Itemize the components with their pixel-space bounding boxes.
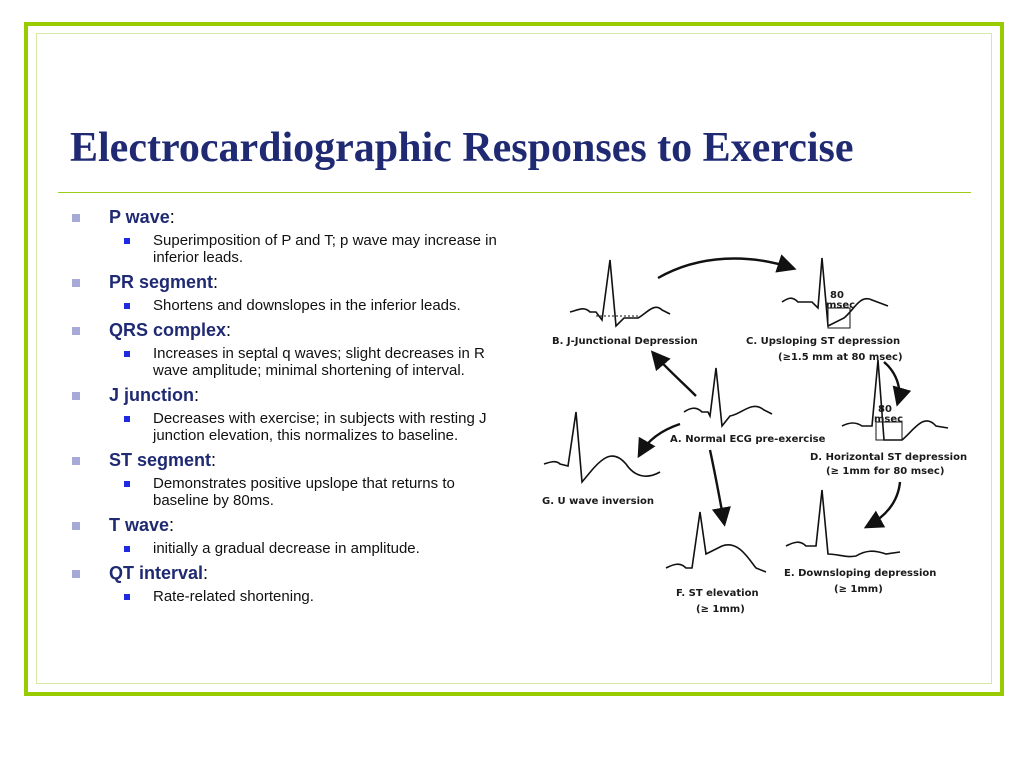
square-bullet-icon — [72, 214, 80, 222]
list-item: T wave: initially a gradual decrease in … — [70, 514, 500, 557]
ecg-trace-e — [785, 489, 901, 558]
sub-item: Superimposition of P and T; p wave may i… — [70, 232, 500, 266]
sub-item: Increases in septal q waves; slight decr… — [70, 345, 500, 379]
slide-inner-border — [36, 33, 992, 684]
item-heading: PR segment — [109, 272, 214, 292]
msec-box-c — [827, 307, 851, 329]
ecg-trace-b — [569, 259, 671, 328]
sub-item-text: initially a gradual decrease in amplitud… — [153, 540, 420, 557]
square-bullet-icon — [72, 327, 80, 335]
label-d-title: D. Horizontal ST depression — [810, 452, 967, 463]
msec-unit-d: msec — [874, 414, 903, 425]
square-bullet-icon — [124, 303, 130, 309]
sub-item-text: Demonstrates positive upslope that retur… — [153, 475, 455, 509]
list-item: PR segment: Shortens and downslopes in t… — [70, 271, 500, 314]
ecg-trace-g — [543, 411, 661, 485]
square-bullet-icon — [72, 570, 80, 578]
arrow-a-to-g — [637, 422, 681, 459]
square-bullet-icon — [72, 279, 80, 287]
msec-unit-c: msec — [826, 300, 855, 311]
bullet-list: P wave: Superimposition of P and T; p wa… — [70, 206, 500, 610]
label-e-title: E. Downsloping depression — [784, 568, 936, 579]
msec-value-d: 80 — [878, 404, 892, 415]
item-colon: : — [211, 450, 217, 470]
square-bullet-icon — [124, 594, 130, 600]
label-e-criteria: (≥ 1mm) — [834, 584, 883, 595]
list-item: P wave: Superimposition of P and T; p wa… — [70, 206, 500, 266]
ecg-response-diagram: B. J-Junctional Depression 80 msec C. Up… — [520, 250, 980, 630]
label-a: A. Normal ECG pre-exercise — [670, 434, 826, 445]
item-heading: ST segment — [109, 450, 212, 470]
sub-item-text: Decreases with exercise; in subjects wit… — [153, 410, 487, 444]
sub-item: Demonstrates positive upslope that retur… — [70, 475, 500, 509]
square-bullet-icon — [72, 522, 80, 530]
square-bullet-icon — [72, 392, 80, 400]
ecg-trace-d — [841, 359, 949, 441]
ecg-trace-c — [781, 257, 889, 328]
item-colon: : — [226, 320, 232, 340]
list-item: J junction: Decreases with exercise; in … — [70, 384, 500, 444]
label-d-criteria: (≥ 1mm for 80 msec) — [826, 466, 944, 477]
slide-frame — [24, 22, 1004, 696]
square-bullet-icon — [124, 481, 130, 487]
list-item: QT interval: Rate-related shortening. — [70, 562, 500, 605]
ecg-trace-a — [683, 367, 773, 429]
sub-item: Rate-related shortening. — [70, 588, 500, 605]
item-colon: : — [169, 207, 175, 227]
item-heading: P wave — [109, 207, 170, 227]
sub-item: initially a gradual decrease in amplitud… — [70, 540, 500, 557]
item-colon: : — [203, 563, 209, 583]
sub-item-text: Shortens and downslopes in the inferior … — [153, 297, 461, 314]
arrow-d-to-e — [863, 481, 902, 529]
msec-value-c: 80 — [830, 290, 844, 301]
label-f-criteria: (≥ 1mm) — [696, 604, 745, 615]
item-colon: : — [169, 515, 175, 535]
square-bullet-icon — [124, 351, 130, 357]
sub-item-text: Superimposition of P and T; p wave may i… — [153, 232, 497, 266]
item-heading: J junction — [109, 385, 194, 405]
ecg-trace-f — [665, 511, 767, 573]
list-item: QRS complex: Increases in septal q waves… — [70, 319, 500, 379]
sub-item-text: Rate-related shortening. — [153, 588, 314, 605]
label-c-criteria: (≥1.5 mm at 80 msec) — [778, 352, 903, 363]
title-divider — [58, 192, 971, 193]
square-bullet-icon — [72, 457, 80, 465]
label-c-title: C. Upsloping ST depression — [746, 336, 900, 347]
square-bullet-icon — [124, 238, 130, 244]
item-colon: : — [194, 385, 200, 405]
arrow-c-to-d — [883, 361, 912, 407]
list-item: ST segment: Demonstrates positive upslop… — [70, 449, 500, 509]
item-colon: : — [213, 272, 219, 292]
square-bullet-icon — [124, 416, 130, 422]
msec-box-d — [875, 421, 903, 441]
item-heading: T wave — [109, 515, 170, 535]
arrow-a-to-b — [650, 350, 697, 397]
label-g: G. U wave inversion — [542, 496, 654, 507]
label-b: B. J-Junctional Depression — [552, 336, 698, 347]
sub-item-text: Increases in septal q waves; slight decr… — [153, 345, 485, 379]
item-heading: QT interval — [109, 563, 204, 583]
slide-title: Electrocardiographic Responses to Exerci… — [70, 125, 854, 171]
arrow-a-to-f — [708, 449, 731, 527]
label-f-title: F. ST elevation — [676, 588, 759, 599]
sub-item: Decreases with exercise; in subjects wit… — [70, 410, 500, 444]
sub-item: Shortens and downslopes in the inferior … — [70, 297, 500, 314]
ecg-diagram-svg: B. J-Junctional Depression 80 msec C. Up… — [542, 254, 967, 615]
square-bullet-icon — [124, 546, 130, 552]
item-heading: QRS complex — [109, 320, 227, 340]
arrow-b-to-c — [657, 254, 797, 280]
